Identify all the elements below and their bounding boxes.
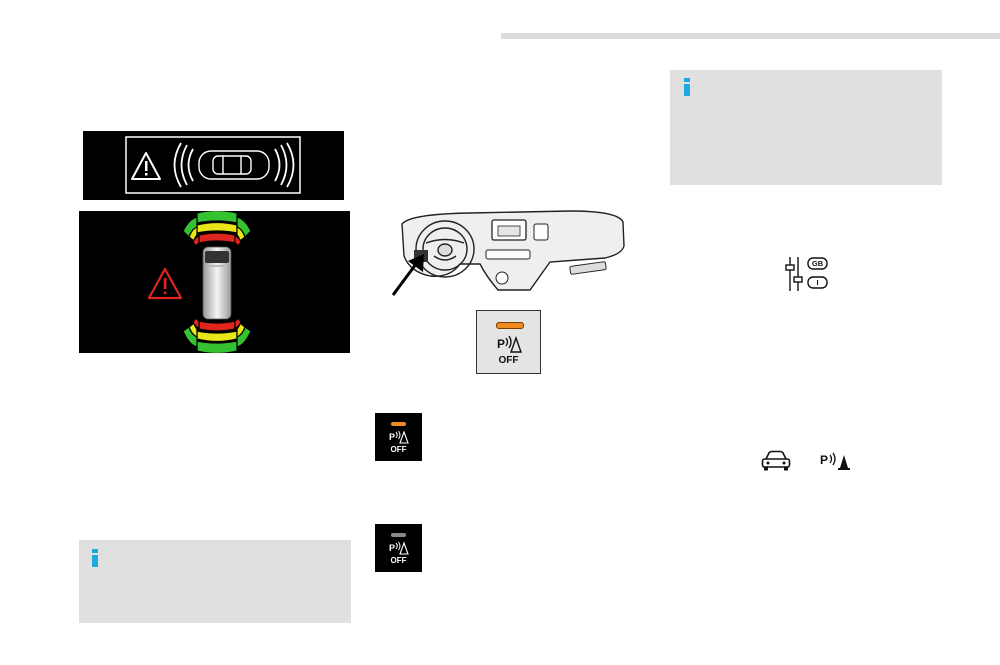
rear-zone-segments (182, 316, 252, 355)
parking-sensor-cone-icon: P (820, 452, 850, 470)
badge-gb: GB (811, 259, 824, 268)
info-icon (92, 549, 98, 567)
steering-wheel-icon (415, 220, 475, 278)
warning-triangle-icon (147, 267, 183, 300)
p-letter: P (820, 453, 828, 467)
van-top-view-icon (202, 246, 232, 320)
car-front-icon (761, 450, 791, 471)
info-note-box (670, 70, 942, 185)
info-note-box (79, 540, 351, 623)
pointer-arrow-icon (391, 254, 424, 296)
display-screen (125, 136, 301, 194)
settings-sliders-icon[interactable]: GB I (784, 255, 830, 293)
p-letter: P (389, 543, 395, 553)
led-indicator-orange (391, 422, 406, 426)
led-indicator-orange (496, 322, 524, 329)
warning-triangle-icon (131, 152, 161, 180)
parking-sensor-icon: P (497, 335, 522, 353)
instrument-display-panel (83, 131, 344, 200)
parking-sensor-icon: P (389, 430, 409, 444)
info-icon (684, 78, 690, 96)
led-indicator-grey (391, 533, 406, 537)
rear-sensor-arcs (274, 142, 295, 188)
off-label: OFF (498, 355, 519, 366)
proximity-display-panel (79, 209, 350, 355)
p-letter: P (389, 432, 395, 442)
dashboard-illustration (390, 206, 630, 301)
vehicle-top-view-icon (198, 150, 270, 180)
off-label: OFF (390, 445, 407, 454)
front-sensor-arcs (173, 142, 194, 188)
badge-i: I (816, 278, 819, 287)
p-off-button-led-off[interactable]: P OFF (375, 524, 422, 572)
off-label: OFF (390, 556, 407, 565)
section-divider (501, 33, 1000, 39)
p-off-button-large[interactable]: P OFF (476, 310, 541, 374)
parking-sensor-icon: P (389, 541, 409, 555)
front-zone-segments (182, 209, 252, 248)
p-off-button-led-on[interactable]: P OFF (375, 413, 422, 461)
p-letter: P (497, 337, 505, 351)
proximity-zones (147, 209, 252, 355)
